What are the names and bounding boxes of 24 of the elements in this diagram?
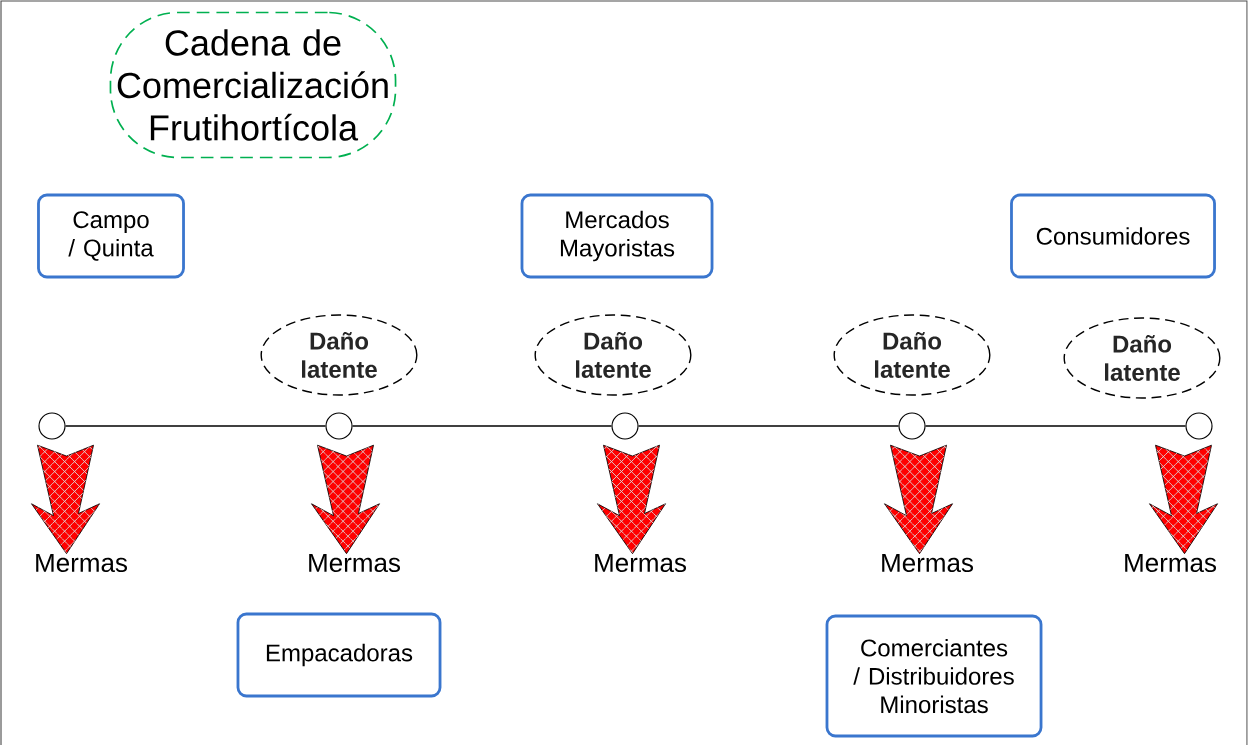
stage-box: Empacadoras xyxy=(236,612,442,698)
block-arrow xyxy=(884,444,953,555)
loss-label: Mermas xyxy=(882,553,973,573)
loss-label: Mermas xyxy=(1125,553,1216,573)
loss-label: Mermas xyxy=(309,553,400,573)
circle-shape xyxy=(898,412,926,440)
connector-line xyxy=(924,425,1187,427)
block-arrow xyxy=(597,444,666,555)
stage-box: Campo / Quinta xyxy=(37,193,185,279)
stage-box: Comerciantes / Distribuidores Minoristas xyxy=(825,614,1043,738)
block-arrow xyxy=(311,444,380,555)
block-arrow xyxy=(1149,444,1218,555)
loss-label: Mermas xyxy=(595,553,686,573)
loss-label: Mermas xyxy=(36,553,127,573)
connector-line xyxy=(64,425,327,427)
connector-line xyxy=(637,425,900,427)
stage-box: Consumidores xyxy=(1010,193,1216,279)
block-arrow xyxy=(31,444,100,555)
circle-shape xyxy=(325,412,353,440)
circle-shape xyxy=(1185,412,1213,440)
circle-shape xyxy=(38,412,66,440)
connector-line xyxy=(351,425,613,427)
circle-shape xyxy=(611,412,639,440)
stage-box: Mercados Mayoristas xyxy=(520,193,714,279)
